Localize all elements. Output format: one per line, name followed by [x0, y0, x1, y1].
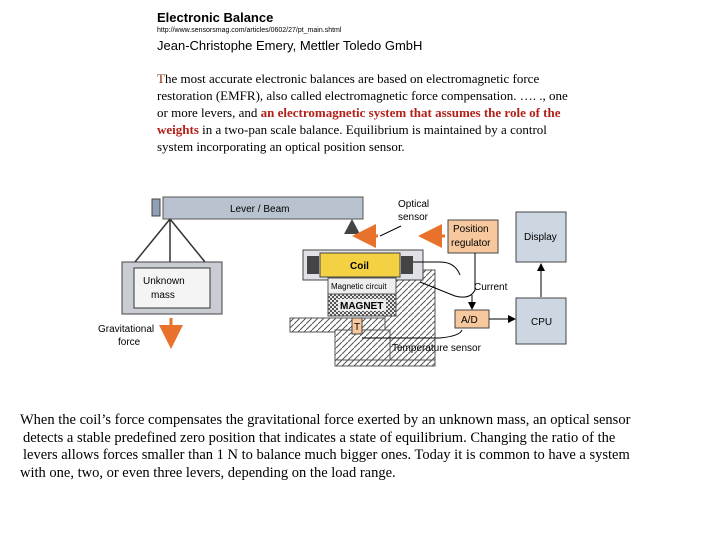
- coil: [319, 252, 401, 278]
- intro-text-part1: he most accurate electronic balances are…: [157, 71, 568, 120]
- cpu-box: [515, 297, 567, 345]
- caption-line-2: detects a stable predefined zero positio…: [23, 429, 616, 446]
- author-line: Jean-Christophe Emery, Mettler Toledo Gm…: [157, 38, 423, 53]
- ad-label: A/D: [461, 315, 478, 326]
- temperature-sensor: [351, 317, 363, 335]
- magnetic-circuit-label: Magnetic circuit: [331, 282, 387, 291]
- lever-beam-label: Lever / Beam: [230, 204, 289, 215]
- gravitational-force-label-2: force: [118, 337, 141, 348]
- position-regulator-label-1: Position: [453, 224, 489, 235]
- coil-label: Coil: [350, 261, 369, 272]
- intro-paragraph: The most accurate electronic balances ar…: [157, 70, 577, 155]
- optical-sensor-label-2: sensor: [398, 212, 429, 223]
- source-url: http://www.sensorsmag.com/articles/0602/…: [157, 27, 342, 34]
- gravitational-force-label-1: Gravitational: [98, 324, 154, 335]
- position-regulator-box: [447, 219, 499, 254]
- ground: [334, 359, 436, 367]
- temperature-t-label: T: [354, 322, 360, 333]
- unknown-mass-box: [133, 267, 211, 309]
- display-box: [515, 211, 567, 263]
- caption-line-3: levers allows forces smaller than 1 N to…: [23, 447, 630, 464]
- intro-text-part2: in a two-pan scale balance. Equilibrium …: [157, 122, 547, 154]
- caption-line-4: with one, two, or even three levers, dep…: [20, 464, 396, 481]
- position-regulator-label-2: regulator: [451, 238, 491, 249]
- temperature-sensor-label: Temperature sensor: [392, 343, 482, 354]
- current-wire: [413, 253, 476, 298]
- caption-paragraph: When the coil’s force compensates the gr…: [20, 412, 700, 482]
- page-title: Electronic Balance: [157, 10, 274, 25]
- current-label: Current: [474, 282, 508, 293]
- lever-beam: [162, 196, 364, 220]
- caption-line-1: When the coil’s force compensates the gr…: [20, 412, 631, 428]
- optical-sensor-label-1: Optical: [398, 199, 429, 210]
- intro-highlight: an electromagnetic system that assumes t…: [157, 105, 561, 137]
- unknown-mass-label-2: mass: [151, 290, 175, 301]
- unknown-mass-label-1: Unknown: [143, 276, 185, 287]
- pan-hanger: [134, 218, 206, 263]
- display-label: Display: [524, 232, 557, 243]
- magnet-label: MAGNET: [340, 301, 383, 312]
- intro-first-letter: T: [157, 71, 165, 86]
- lever-pivot: [344, 219, 360, 234]
- cpu-label: CPU: [531, 317, 552, 328]
